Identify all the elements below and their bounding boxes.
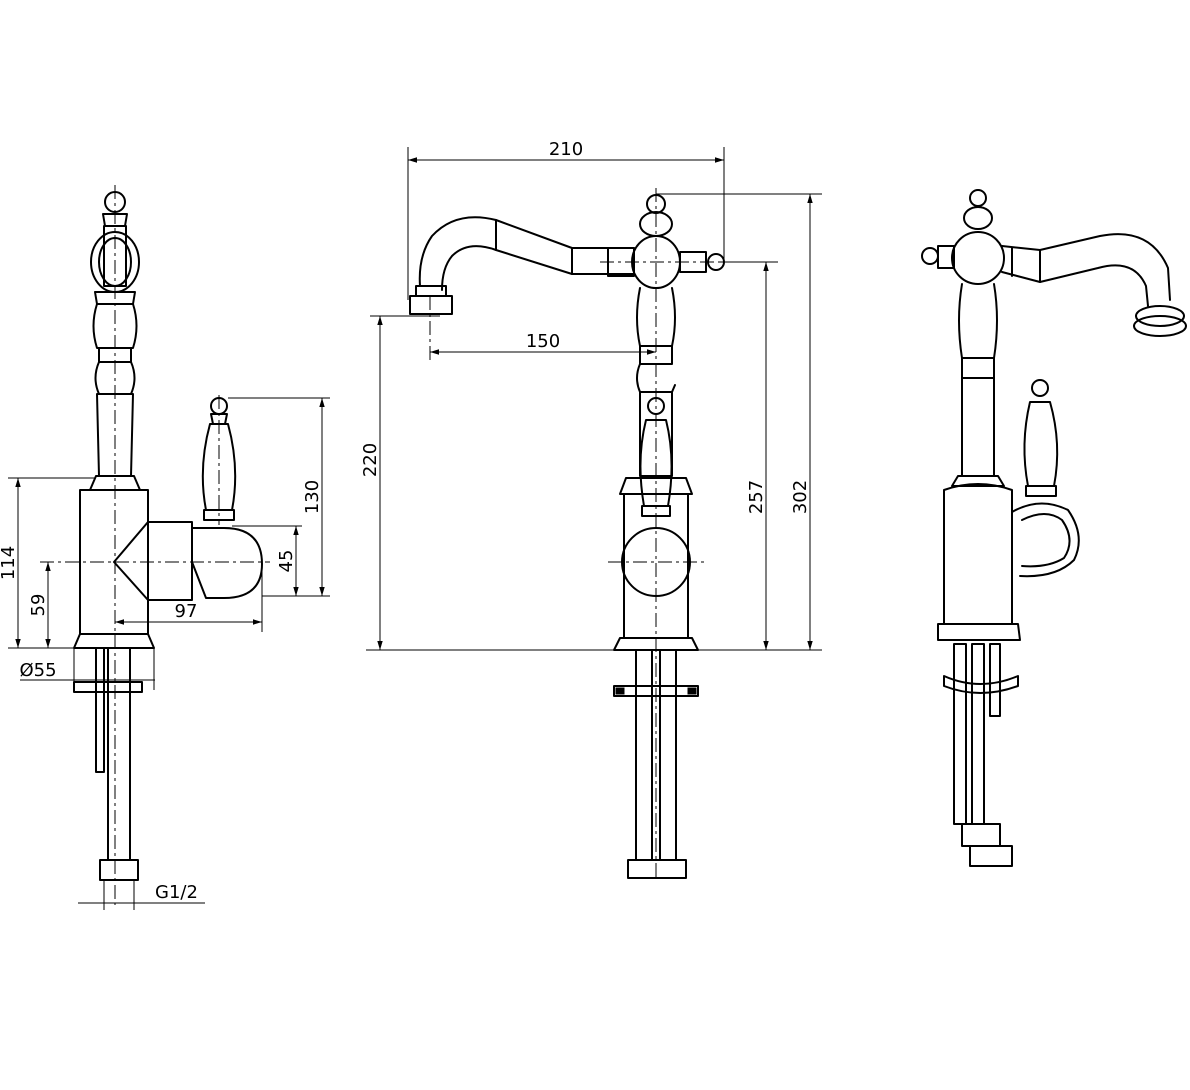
side-view	[40, 185, 270, 905]
dim-210-label: 210	[549, 139, 583, 160]
front-view	[409, 188, 735, 880]
dim-302-label: 302	[790, 480, 811, 514]
dim-114-label: 114	[0, 546, 19, 580]
dim-97-label: 97	[175, 601, 198, 622]
dim-257-label: 257	[746, 480, 767, 514]
dim-59-label: 59	[28, 594, 49, 617]
dim-thread-label: G1/2	[155, 882, 198, 903]
dim-45-label: 45	[276, 550, 297, 573]
mounting-details	[615, 687, 697, 695]
front-view-dimensions: 210 150 220 257 302	[360, 139, 822, 651]
side-view-dimensions: 114 59 Ø55 97 130 45 G1/2	[0, 397, 330, 910]
perspective-view	[921, 189, 1187, 867]
dim-55-label: Ø55	[19, 660, 56, 681]
dim-130-label: 130	[302, 480, 323, 514]
dim-220-label: 220	[360, 443, 381, 477]
dim-150-label: 150	[526, 331, 560, 352]
